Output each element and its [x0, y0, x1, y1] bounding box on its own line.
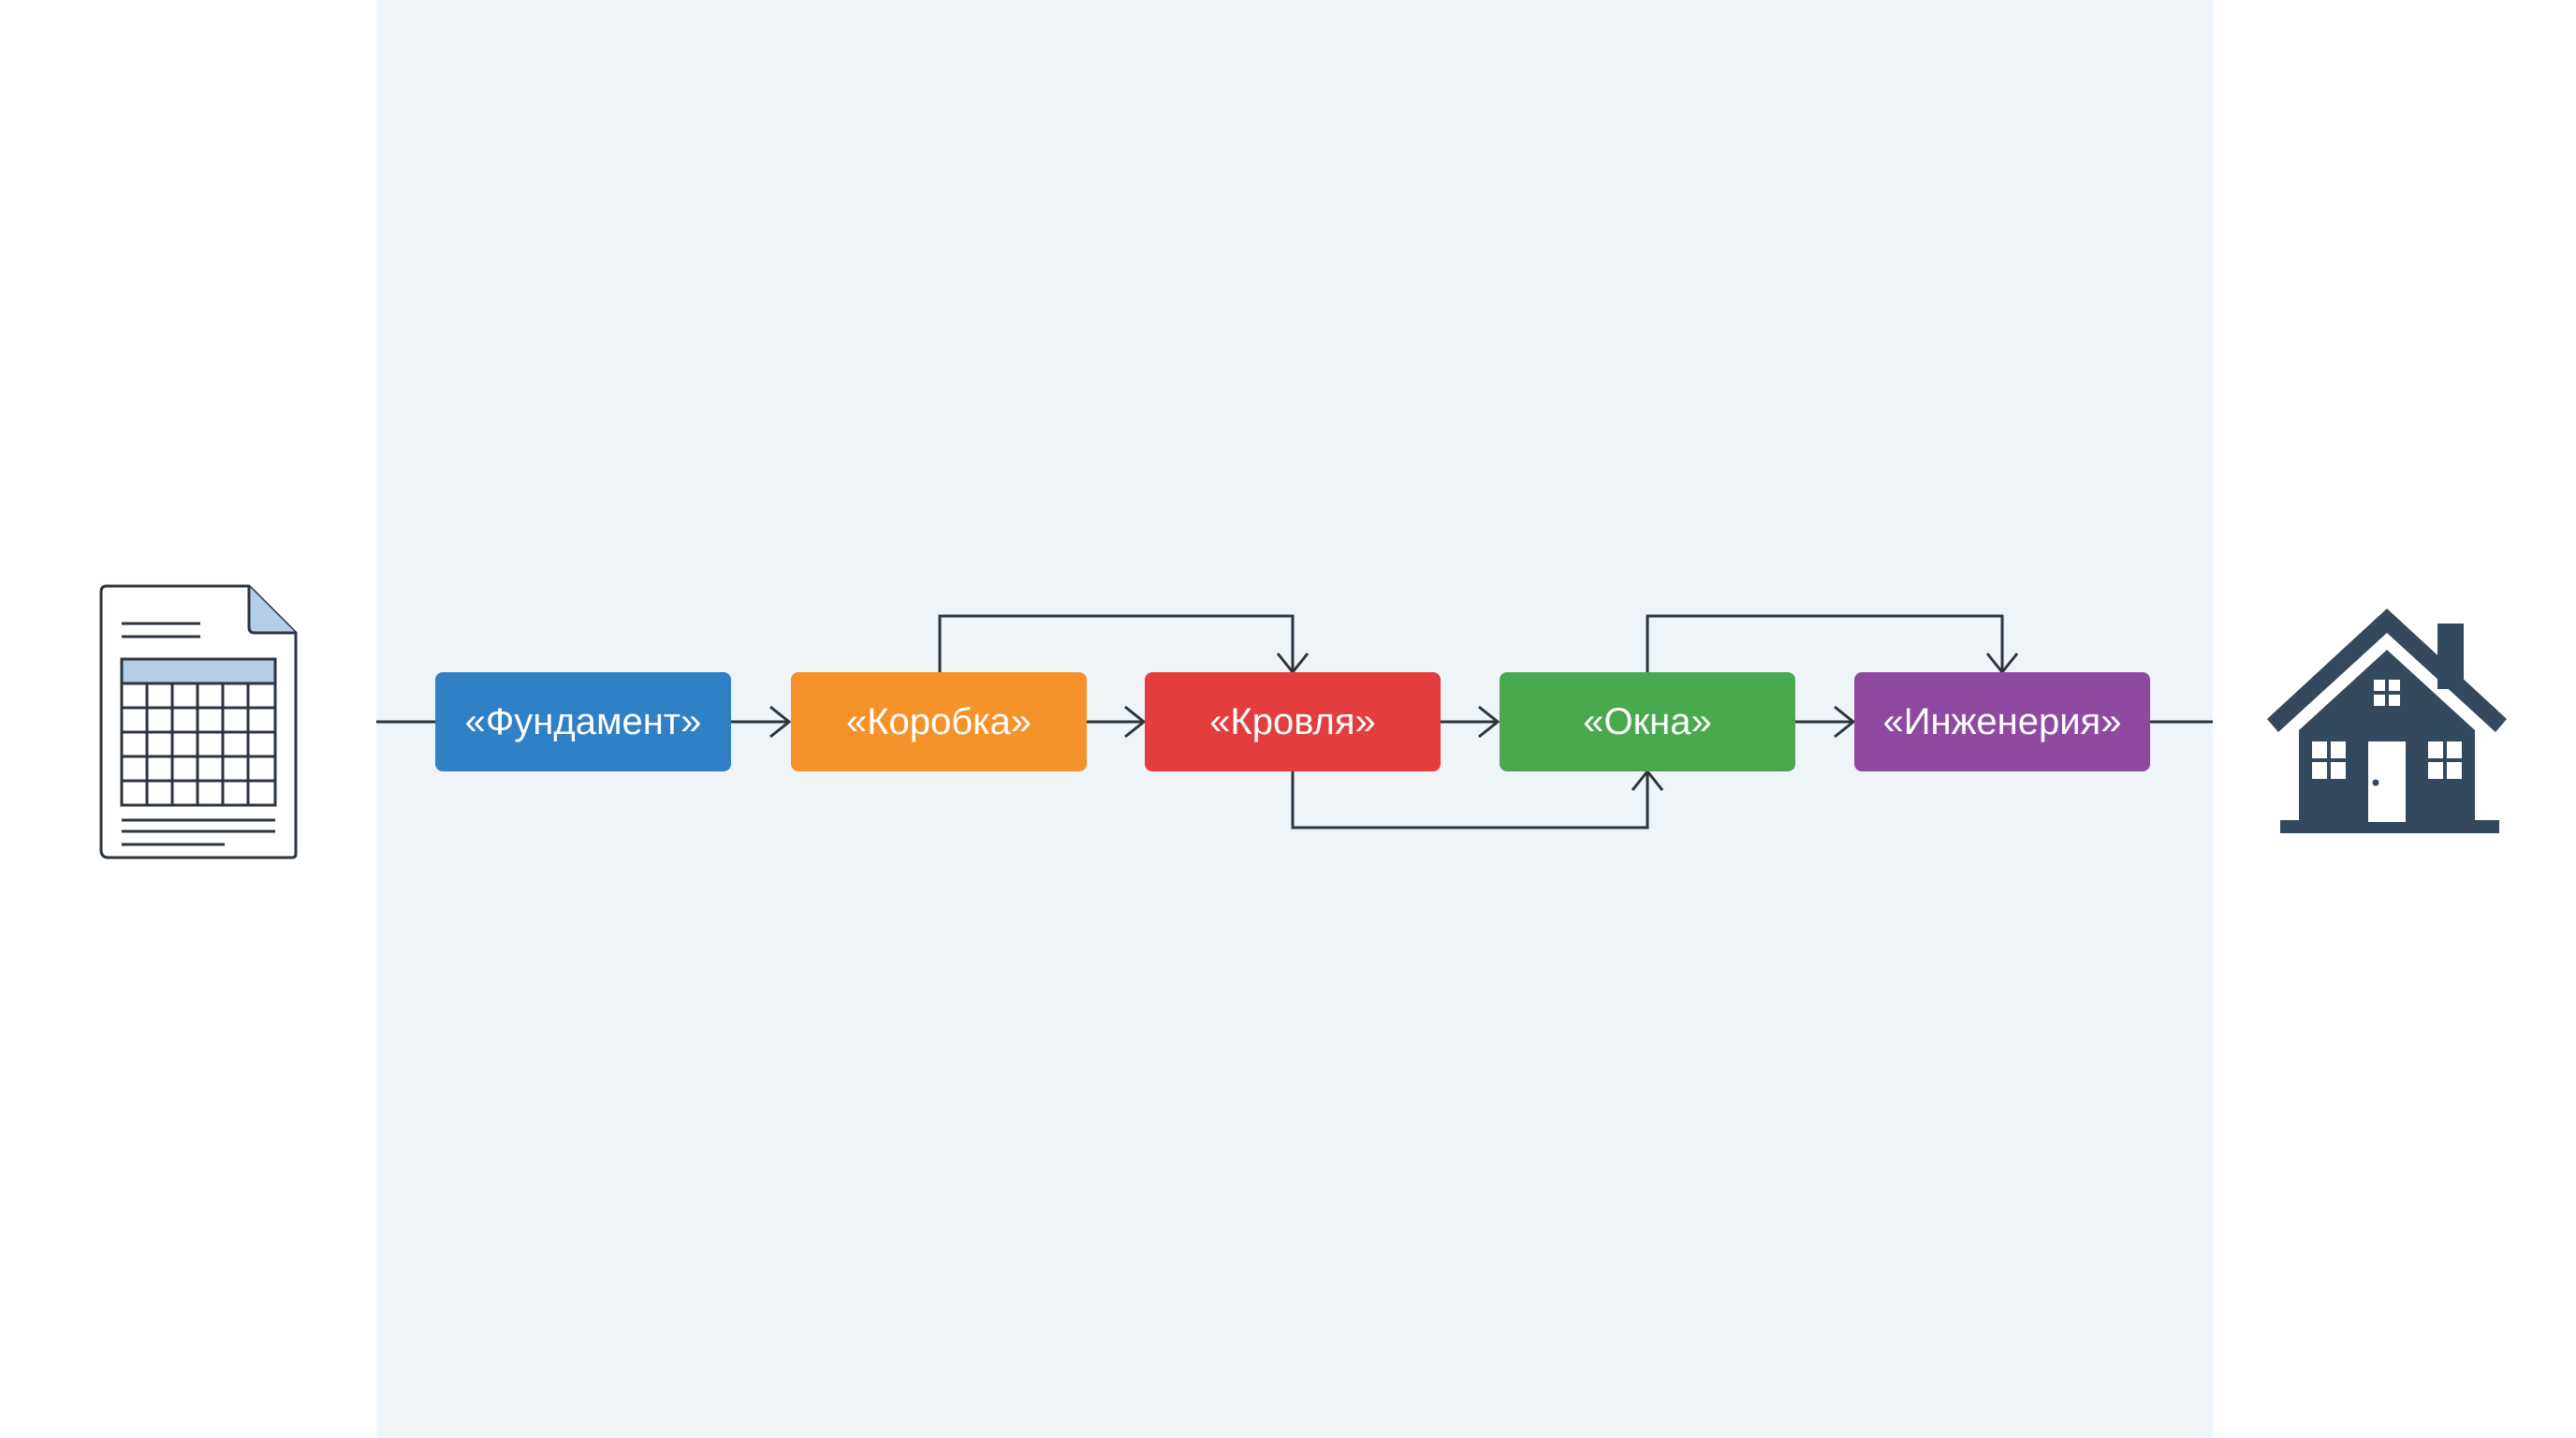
- stage-roof: «Кровля»: [1145, 672, 1441, 771]
- stage-engineering: «Инженерия»: [1854, 672, 2150, 771]
- stage-box-label: «Коробка»: [845, 700, 1032, 742]
- stage-engineering-label: «Инженерия»: [1882, 700, 2122, 742]
- stage-foundation-label: «Фундамент»: [464, 700, 702, 742]
- stage-box: «Коробка»: [791, 672, 1087, 771]
- arrow-2-3: [1087, 705, 1147, 739]
- house-icon: [2267, 609, 2507, 833]
- stage-roof-label: «Кровля»: [1209, 700, 1376, 742]
- arrow-over-2-3: [938, 614, 1310, 675]
- stage-windows: «Окна»: [1500, 672, 1795, 771]
- stage-foundation: «Фундамент»: [435, 672, 731, 771]
- document-table-icon: [99, 584, 298, 859]
- arrow-4-5: [1795, 705, 1856, 739]
- stage-windows-label: «Окна»: [1583, 700, 1712, 742]
- arrow-over-4-5: [1646, 614, 2019, 675]
- arrow-3-4: [1441, 705, 1500, 739]
- arrow-1-2: [731, 705, 792, 739]
- arrow-under-3-4: [1291, 769, 1664, 829]
